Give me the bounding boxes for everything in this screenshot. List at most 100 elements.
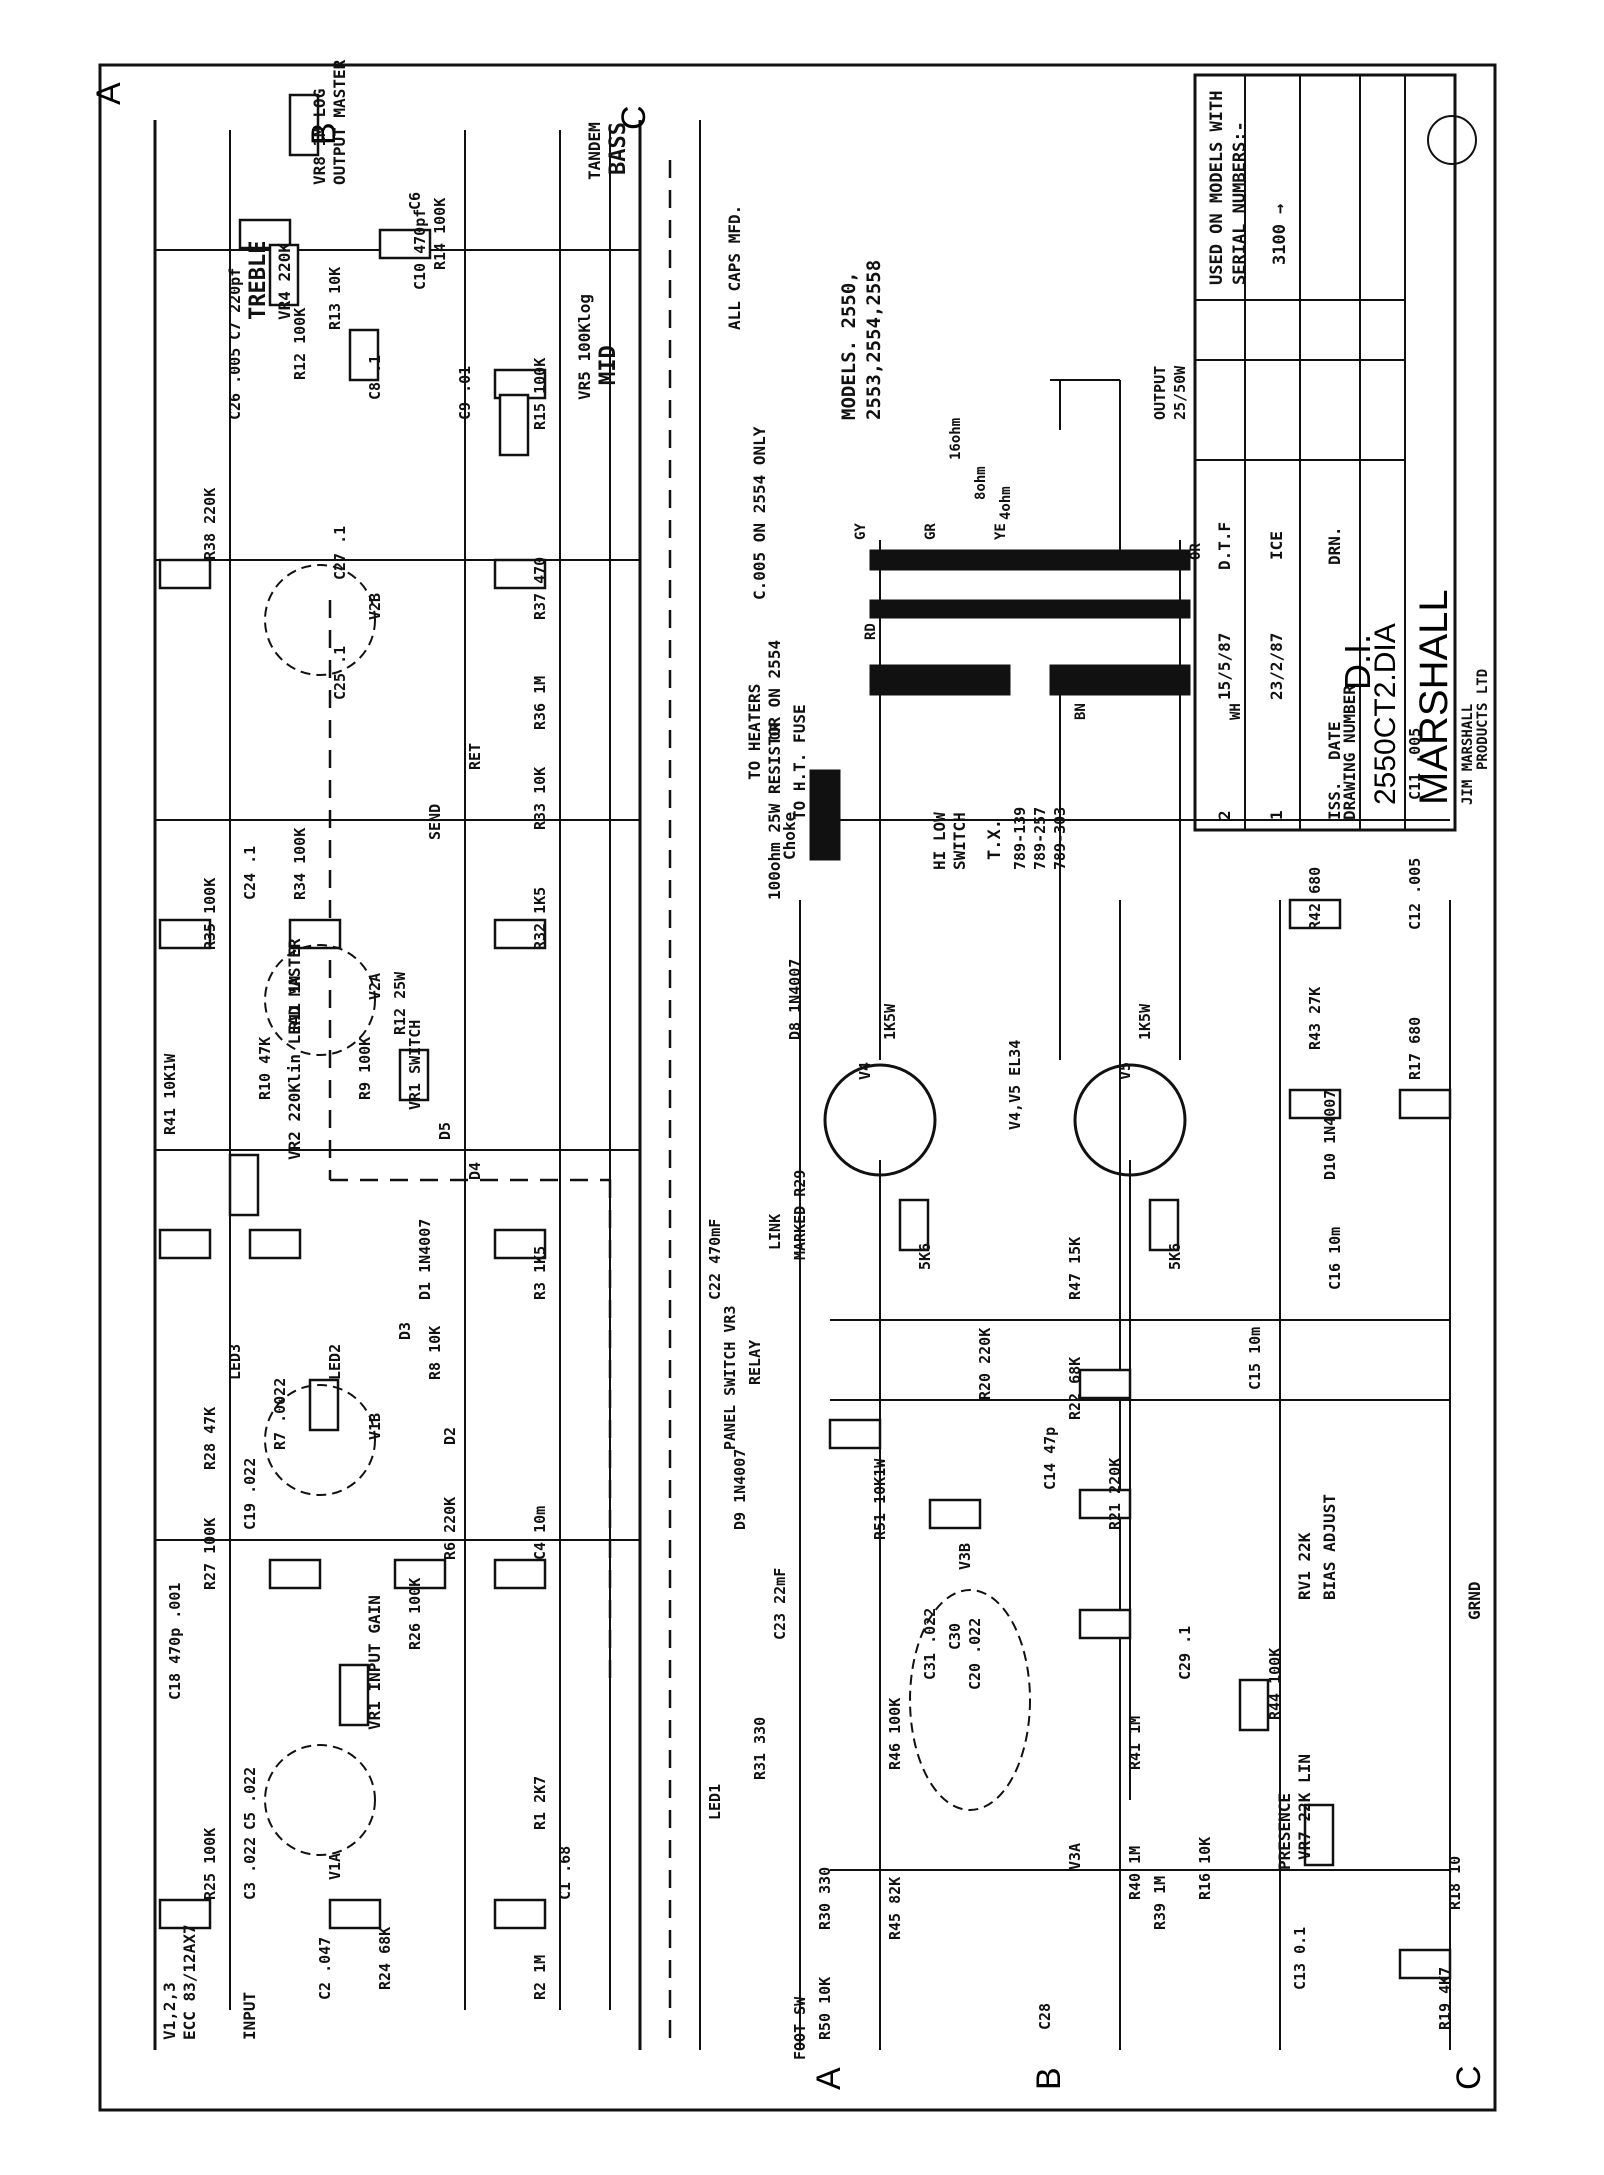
label-mid: MID: [596, 345, 621, 385]
comp-label-el34: V4,V5 EL34: [1006, 1040, 1024, 1130]
preamp-resistors: [158, 218, 547, 1930]
comp-label-r16: R16 10K: [1196, 1837, 1214, 1900]
comp-label-r51: R51 10K1W: [871, 1458, 889, 1540]
rev-date-1: 23/2/87: [1267, 633, 1286, 700]
comp-label-c10: C10 470pf: [411, 209, 429, 290]
note-fuse: TO H.T. FUSE: [790, 704, 809, 820]
comp-label-d10: D10 1N4007: [1321, 1090, 1339, 1180]
rev-init-1: ICE: [1267, 531, 1286, 560]
rev-iss-1: 1: [1267, 810, 1286, 820]
note-all-caps: ALL CAPS MFD.: [725, 205, 744, 330]
comp-label-r35: R35 100K: [201, 878, 219, 950]
comp-label-r31: R31 330: [751, 1717, 769, 1780]
comp-label-r22: R22 68K: [1066, 1357, 1084, 1420]
comp-label-r45: R45 82K: [886, 1877, 904, 1940]
title-block: USED ON MODELS WITH SERIAL NUMBERS:- 310…: [1193, 73, 1491, 832]
company-line-1: JIM MARSHALL: [1460, 704, 1476, 805]
comp-label-c20: C20 .022: [966, 1618, 984, 1690]
choke: [809, 769, 841, 861]
comp-label-1k5w-a: 1K5W: [881, 1003, 899, 1040]
comp-label-v1a: V1A: [326, 1853, 344, 1880]
comp-label-r18: R18 10: [1446, 1856, 1464, 1910]
output-transformer-core-a: [869, 549, 1191, 571]
comp-label-r14: R14 100K: [431, 198, 449, 270]
comp-label-r12-25w: R12 25W: [391, 971, 409, 1035]
tx-wire-or: OR: [1188, 543, 1204, 560]
marker-c-bottom: C: [1450, 2065, 1488, 2090]
comp-label-r13: R13 10K: [326, 267, 344, 330]
comp-label-v2b: V2B: [366, 593, 384, 620]
comp-label-c12: C12 .005: [1406, 858, 1424, 930]
tx-hi-low-2: SWITCH: [950, 812, 969, 870]
label-link: LINK: [766, 1214, 784, 1250]
comp-label-led1: LED1: [706, 1784, 724, 1820]
comp-label-c2: C2 .047: [316, 1937, 334, 2000]
comp-label-r20: R20 220K: [976, 1328, 994, 1400]
comp-label-c25: C25 .1: [331, 646, 349, 700]
comp-label-5k6-a: 5K6: [916, 1243, 934, 1270]
comp-label-d2: D2: [441, 1427, 459, 1445]
comp-label-c31: C31 .022: [921, 1608, 939, 1680]
rev-date-2: 15/5/87: [1215, 633, 1234, 700]
header-drn: DRN.: [1325, 526, 1344, 565]
comp-label-c13: C13 0.1: [1291, 1927, 1309, 1990]
valve-v2b: [264, 564, 376, 676]
comp-label-c19: C19 .022: [241, 1458, 259, 1530]
comp-label-r12: R12 100K: [291, 308, 309, 380]
comp-label-c6: C6: [406, 192, 424, 210]
marker-b-bottom: B: [1030, 2067, 1068, 2090]
label-vr4: VR4 220K: [275, 243, 294, 320]
comp-label-r11: R11 1M: [286, 976, 304, 1030]
valves: [264, 564, 1187, 1856]
comp-label-d4: D4: [466, 1162, 484, 1180]
comp-label-v1b: V1B: [366, 1413, 384, 1440]
tx-choke: Choke: [780, 812, 799, 860]
note-only-2554: C.005 ON 2554 ONLY: [750, 426, 769, 600]
comp-label-r24: R24 68K: [376, 1927, 394, 1990]
comp-label-c18: C18 470p .001: [166, 1583, 184, 1700]
drawing-frame: [98, 63, 1497, 2112]
copyright-mark: [1427, 115, 1477, 165]
tx-wire-gy: GY: [853, 523, 869, 540]
comp-label-r46: R46 100K: [886, 1698, 904, 1770]
ground-label: GRND: [1465, 1581, 1484, 1620]
drawing-number-label: DRAWING NUMBER: [1340, 685, 1359, 820]
label-vr8: VR8 1M LOG: [310, 89, 329, 185]
comp-label-c7: C7 220pf: [226, 268, 244, 340]
tx-choke-wire: OR: [768, 723, 784, 740]
di-label: D.I.: [1337, 634, 1378, 690]
comp-label-d1: D1 1N4007: [416, 1219, 434, 1300]
comp-label-r50: R50 10K: [816, 1977, 834, 2040]
used-on-line-1: USED ON MODELS WITH: [1207, 91, 1227, 285]
output-transformer-core-b: [869, 599, 1191, 619]
label-send: SEND: [426, 804, 444, 840]
comp-label-c23: C23 22mF: [771, 1568, 789, 1640]
comp-label-r27: R27 100K: [201, 1518, 219, 1590]
comp-label-c27: C27 .1: [331, 526, 349, 580]
comp-label-r28: R28 47K: [201, 1407, 219, 1470]
comp-label-r2: R2 1M: [531, 1955, 549, 2000]
comp-label-c28: C28: [1036, 2003, 1054, 2030]
comp-label-r32: R32 1K5: [531, 887, 549, 950]
tx-wire-rd: RD: [863, 623, 879, 640]
note-valves-1: V1,2,3: [160, 1982, 179, 2040]
header-iss: ISS.: [1325, 781, 1344, 820]
comp-label-c15: C15 10m: [1246, 1327, 1264, 1390]
tx-output-2: 25/50W: [1171, 365, 1189, 420]
comp-label-r10: R10 47K: [256, 1037, 274, 1100]
label-treble: TREBLE: [246, 241, 271, 320]
comp-label-v2a: V2A: [366, 973, 384, 1000]
tx-tap-4: 4ohm: [998, 486, 1014, 520]
comp-label-5k6-b: 5K6: [1166, 1243, 1184, 1270]
comp-label-r7: R7 .0022: [271, 1378, 289, 1450]
marker-c-top: C: [615, 105, 653, 130]
comp-label-r21: R21 220K: [1106, 1458, 1124, 1530]
label-tandem: TANDEM: [585, 122, 604, 180]
valve-v5: [1073, 1063, 1187, 1177]
component-labels: R25 100K C3 .022 C5 .022 R26 100K R6 220…: [161, 192, 1464, 2040]
preamp-section: [153, 120, 672, 2050]
comp-label-c26: C26 .005: [226, 348, 244, 420]
comp-label-c14: C14 47p: [1041, 1427, 1059, 1490]
